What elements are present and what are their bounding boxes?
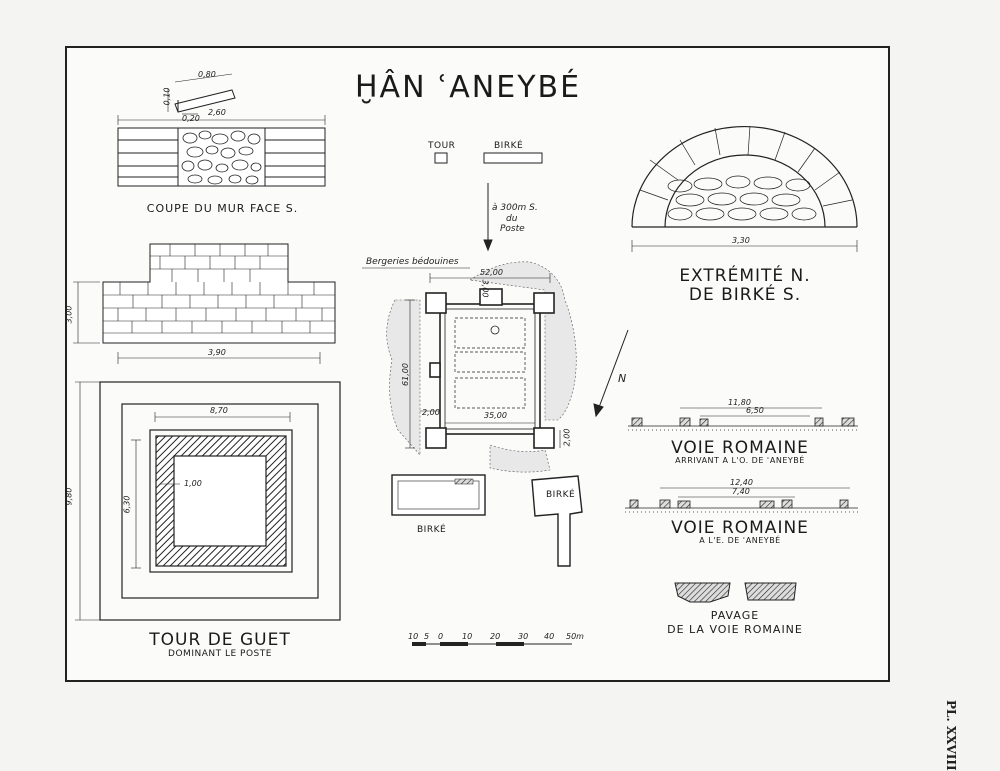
birke-label: BIRKÉ [417, 525, 447, 535]
road-west-sublabel: ARRIVANT A L'O. DE ʿANEYBÉ [675, 456, 805, 465]
plate-number: PL. XXVIII [944, 700, 958, 771]
bergeries-label: Bergeries bédouines [366, 257, 459, 267]
legend-drawing [434, 152, 543, 252]
tower-plan-sublabel: DOMINANT LE POSTE [168, 649, 272, 659]
wall-section-label: COUPE DU MUR FACE S. [146, 202, 299, 215]
dim-label: 0,10 [162, 87, 172, 106]
site-plan-drawing [362, 261, 629, 646]
road-east-drawing [625, 487, 858, 513]
scale-tick: 40 [544, 632, 555, 641]
cistern-end-label: DE BIRKÉ S. [688, 285, 802, 305]
arrow-note: à 300m S. [492, 203, 538, 213]
dim-label: 3,00 [64, 305, 74, 324]
scale-tick: 0 [438, 632, 444, 641]
road-west-label: VOIE ROMAINE [671, 438, 809, 458]
north-label: N [618, 372, 627, 385]
road-east-label: VOIE ROMAINE [671, 518, 809, 538]
dim-label: 7,40 [732, 487, 750, 496]
dim-label: 8,70 [210, 406, 228, 415]
dim-label: 0,20 [182, 114, 200, 123]
arrow-note: du [506, 214, 518, 224]
scale-tick: 10 [462, 632, 473, 641]
page-title: ḪÂN ʿANEYBÉ [355, 70, 582, 105]
cistern-end-drawing [631, 125, 858, 252]
dim-label: 11,80 [728, 398, 751, 407]
scale-tick: 30 [518, 632, 529, 641]
scale-tick: 20 [490, 632, 501, 641]
paving-sublabel: DE LA VOIE ROMAINE [667, 623, 803, 636]
dim-label: 2,60 [208, 108, 226, 117]
tower-plan-drawing [75, 381, 341, 621]
arrow-note: Poste [500, 224, 525, 234]
scale-tick: 10 [408, 632, 419, 641]
road-west-drawing [628, 407, 858, 431]
paving-label: PAVAGE [710, 609, 760, 622]
dim-label: 9,80 [64, 487, 74, 506]
dim-label: 35,00 [484, 411, 507, 420]
dim-label: 2,00 [562, 428, 572, 447]
scale-tick: 5 [424, 632, 430, 641]
tower-elevation-drawing [73, 243, 336, 364]
dim-label: 0,80 [198, 70, 216, 79]
dim-label: 3,30 [732, 236, 750, 245]
dim-label: 3,00 [480, 279, 490, 298]
birke-label: BIRKÉ [546, 490, 576, 500]
dim-label: 12,40 [730, 478, 753, 487]
cistern-end-label: EXTRÉMITÉ N. [679, 266, 811, 286]
paving-drawing [674, 582, 797, 603]
road-east-sublabel: A L'E. DE ʿANEYBÉ [699, 536, 781, 545]
legend-tour-label: TOUR [428, 141, 456, 151]
wall-section-drawing [117, 73, 326, 187]
dim-label: 3,90 [208, 348, 226, 357]
tower-plan-label: TOUR DE GUET [149, 630, 291, 650]
dim-label: 61,00 [400, 363, 410, 386]
dim-label: 1,00 [184, 479, 202, 488]
legend-birke-label: BIRKÉ [494, 141, 524, 151]
scale-tick: 50m [566, 632, 584, 641]
dim-label: 6,30 [122, 495, 132, 514]
dim-label: 52,00 [480, 268, 503, 277]
dim-label: 6,50 [746, 406, 764, 415]
dim-label: 2,00 [422, 408, 440, 417]
architectural-drawing [73, 73, 858, 646]
